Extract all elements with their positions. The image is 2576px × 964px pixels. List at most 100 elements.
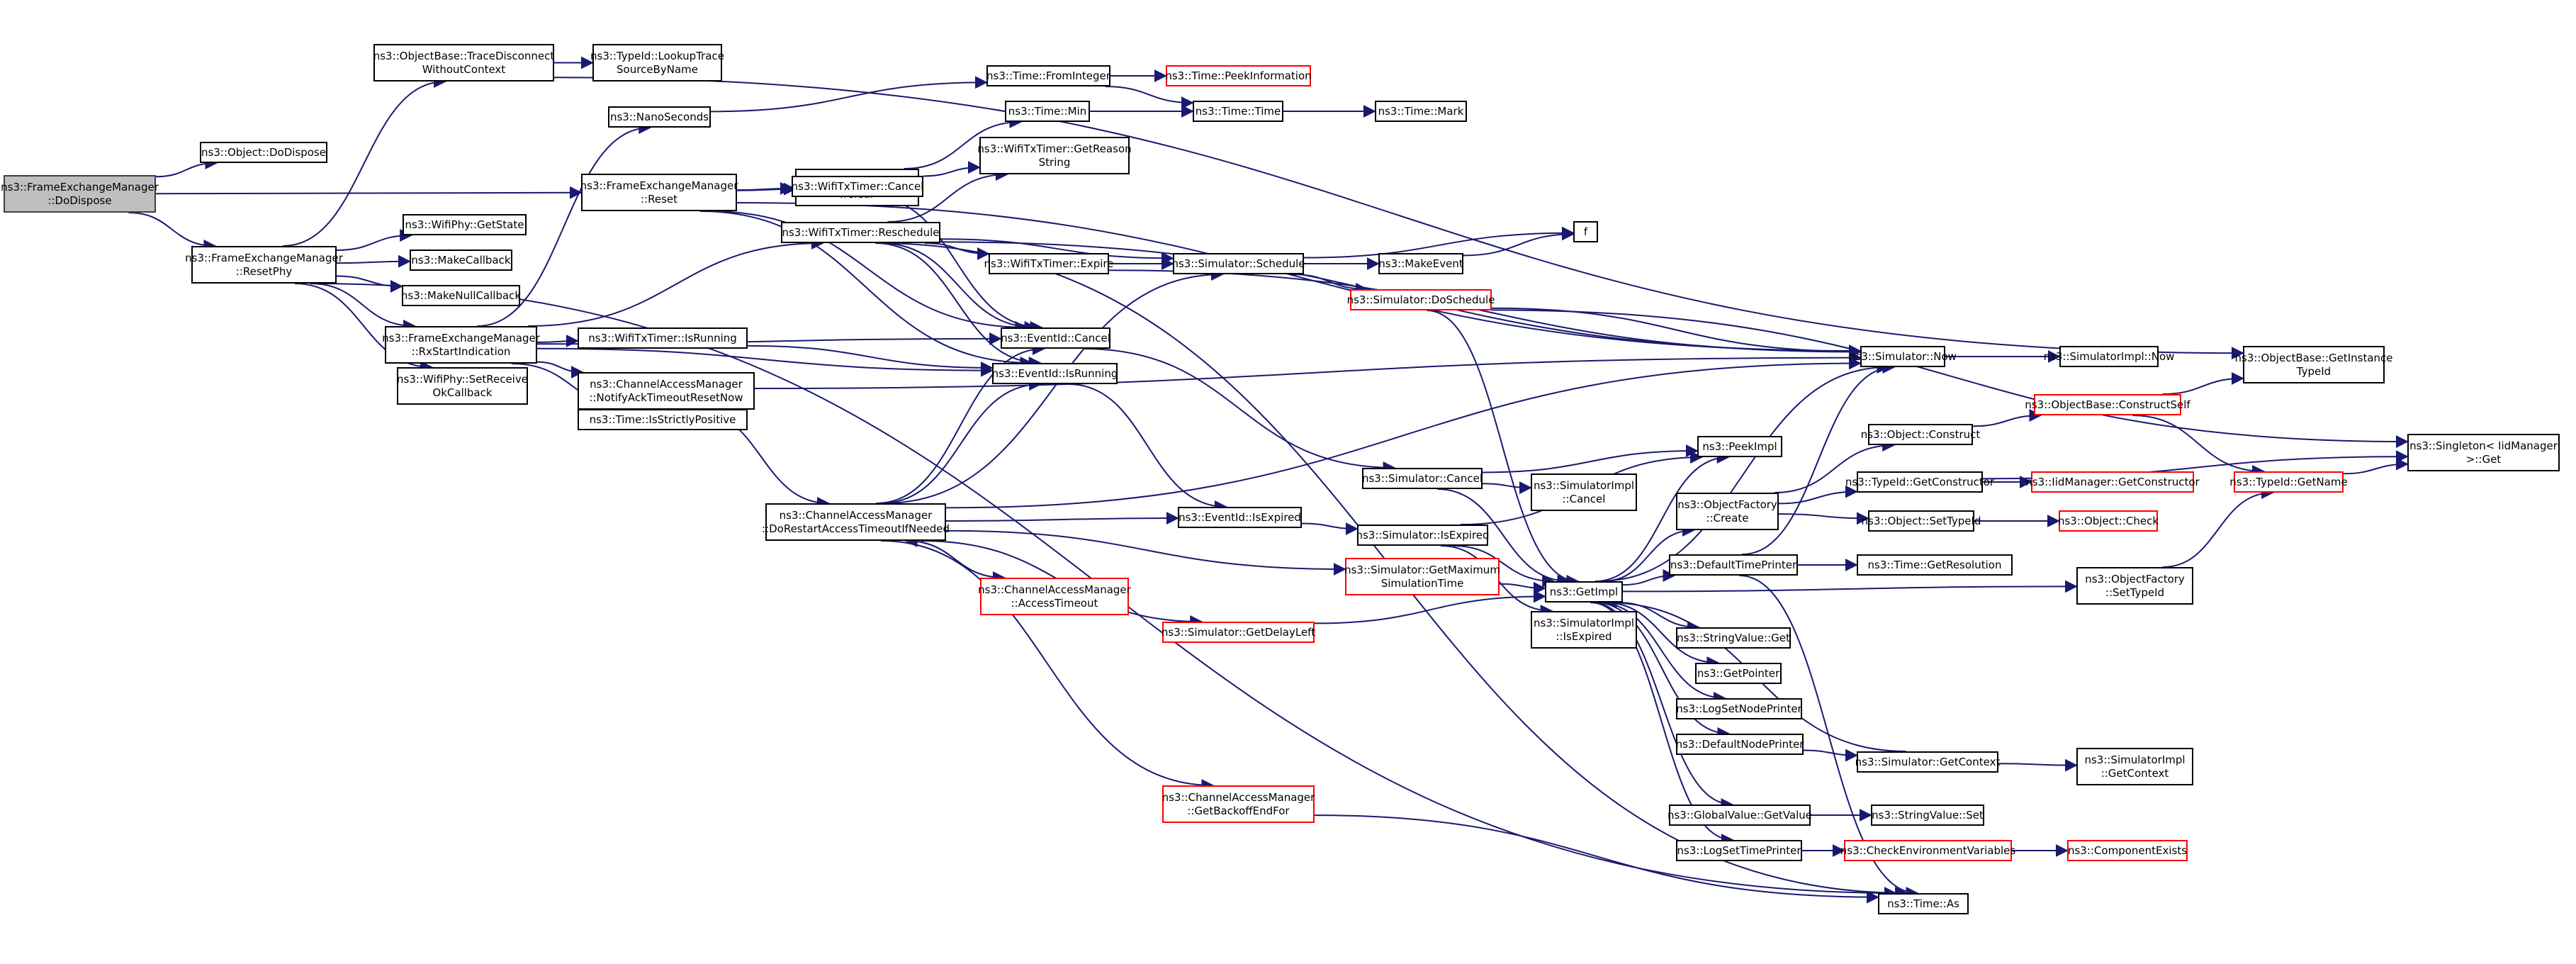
node-type-id-get-name[interactable]: ns3::TypeId::GetName	[2229, 471, 2348, 493]
edge-makeEvent-to-f	[1463, 228, 1575, 257]
node-def-node-printer[interactable]: ns3::DefaultNodePrinter	[1676, 734, 1804, 755]
edge-nanoSeconds-to-fromInteger	[710, 76, 988, 113]
node-get-reason[interactable]: ns3::WifiTxTimer::GetReason String	[977, 137, 1132, 174]
node-reset[interactable]: ns3::FrameExchangeManager ::Reset	[580, 174, 738, 211]
node-log-set-time[interactable]: ns3::LogSetTimePrinter	[1676, 840, 1802, 861]
edge-defNodePrinter-to-getContext	[1803, 749, 1858, 762]
edge-txTimerResched-to-getReason	[887, 168, 1008, 223]
node-time-as[interactable]: ns3::Time::As	[1878, 893, 1969, 914]
edge-defTimePrinter-to-simNow	[1742, 361, 1896, 555]
node-get-backoff[interactable]: ns3::ChannelAccessManager ::GetBackoffEn…	[1162, 785, 1315, 823]
node-get-context[interactable]: ns3::Simulator::GetContext	[1855, 751, 2000, 773]
node-do-restart[interactable]: ns3::ChannelAccessManager ::DoRestartAcc…	[762, 503, 950, 541]
node-obj-set-type-id[interactable]: ns3::Object::SetTypeId	[1862, 510, 1981, 532]
node-get-state[interactable]: ns3::WifiPhy::GetState	[403, 214, 527, 235]
node-string-get[interactable]: ns3::StringValue::Get	[1676, 627, 1791, 649]
node-is-strictly-pos[interactable]: ns3::Time::IsStrictlyPositive	[578, 409, 748, 430]
edge-resetPhy-to-getState	[336, 229, 413, 252]
node-get-max-sim[interactable]: ns3::Simulator::GetMaximum SimulationTim…	[1344, 558, 1500, 595]
node-check-env[interactable]: ns3::CheckEnvironmentVariables	[1840, 840, 2015, 861]
node-sim-is-expired[interactable]: ns3::Simulator::IsExpired	[1356, 525, 1490, 546]
node-ev-cancel[interactable]: ns3::EventId::Cancel	[1001, 327, 1110, 349]
node-component-exists[interactable]: ns3::ComponentExists	[2067, 840, 2188, 861]
edge-txTimerResched-to-evCancel	[880, 242, 1037, 334]
node-construct-self[interactable]: ns3::ObjectBase::ConstructSelf	[2025, 394, 2190, 415]
node-obj-do-dispose[interactable]: ns3::Object::DoDispose	[200, 142, 327, 163]
edge-root-to-objDoDispose	[155, 157, 218, 178]
node-log-set-node[interactable]: ns3::LogSetNodePrinter	[1676, 698, 1802, 719]
node-time-time[interactable]: ns3::Time::Time	[1193, 101, 1283, 122]
node-obj-factory-create[interactable]: ns3::ObjectFactory ::Create	[1676, 493, 1779, 530]
node-obj-check[interactable]: ns3::Object::Check	[2058, 510, 2159, 532]
node-sim-schedule[interactable]: ns3::Simulator::Schedule	[1171, 253, 1305, 274]
node-trace-disc[interactable]: ns3::ObjectBase::TraceDisconnect Without…	[373, 44, 554, 82]
node-get-delay-left[interactable]: ns3::Simulator::GetDelayLeft	[1162, 622, 1315, 643]
node-get-instance-type-id[interactable]: ns3::ObjectBase::GetInstance TypeId	[2235, 346, 2393, 383]
node-nano-seconds[interactable]: ns3::NanoSeconds	[608, 106, 711, 128]
node-sim-impl-get-context[interactable]: ns3::SimulatorImpl ::GetContext	[2076, 748, 2193, 785]
node-sim-now[interactable]: ns3::Simulator::Now	[1849, 346, 1957, 367]
node-rx-start[interactable]: ns3::FrameExchangeManager ::RxStartIndic…	[382, 326, 540, 364]
edge-traceDisc-to-getInstanceTypeId	[553, 77, 2244, 360]
edge-getImpl-to-defNodePrinter	[1594, 602, 1731, 740]
node-reset-phy[interactable]: ns3::FrameExchangeManager ::ResetPhy	[185, 246, 343, 284]
node-make-callback[interactable]: ns3::MakeCallback	[410, 250, 512, 271]
node-peek-info[interactable]: ns3::Time::PeekInformation	[1165, 65, 1312, 86]
edge-simSchedule-to-f	[1303, 226, 1575, 259]
node-sim-impl-now[interactable]: ns3::SimulatorImpl::Now	[2044, 346, 2174, 367]
node-obj-construct[interactable]: ns3::Object::Construct	[1861, 424, 1980, 445]
node-def-time-printer[interactable]: ns3::DefaultTimePrinter	[1669, 554, 1798, 576]
edge-notifyAck-to-simNow	[754, 351, 1862, 390]
edge-doRestart-to-simNow	[945, 357, 1862, 509]
node-ev-is-running[interactable]: ns3::EventId::IsRunning	[992, 363, 1118, 384]
node-from-integer[interactable]: ns3::Time::FromInteger	[986, 65, 1110, 86]
edge-getImpl-to-objFactoryCreate	[1602, 524, 1696, 582]
node-tx-timer-resched[interactable]: ns3::WifiTxTimer::Reschedule	[781, 222, 940, 243]
node-set-recv-ok[interactable]: ns3::WifiPhy::SetReceive OkCallback	[397, 367, 528, 405]
edge-getImpl-to-factorySetTypeId	[1622, 580, 2078, 593]
edge-txTimerCancel-to-getReason	[923, 161, 981, 177]
edge-txTimerExpire-to-simNow	[1108, 269, 1862, 359]
node-time-mark[interactable]: ns3::Time::Mark	[1375, 101, 1467, 122]
node-ev-is-expired[interactable]: ns3::EventId::IsExpired	[1178, 507, 1302, 528]
edge-typeIdGetName-to-singletonGet	[2343, 457, 2409, 475]
node-make-event[interactable]: ns3::MakeEvent	[1378, 253, 1463, 274]
node-sim-impl-cancel[interactable]: ns3::SimulatorImpl ::Cancel	[1531, 473, 1637, 511]
node-string-set[interactable]: ns3::StringValue::Set	[1871, 805, 1984, 826]
node-tx-timer-expire[interactable]: ns3::WifiTxTimer::Expire	[984, 253, 1113, 274]
node-access-timeout[interactable]: ns3::ChannelAccessManager ::AccessTimeou…	[978, 578, 1131, 615]
node-get-pointer[interactable]: ns3::GetPointer	[1695, 663, 1782, 684]
node-factory-set-type-id[interactable]: ns3::ObjectFactory ::SetTypeId	[2076, 567, 2193, 605]
edge-objFactoryCreate-to-getConstructor	[1778, 485, 1858, 505]
node-do-schedule[interactable]: ns3::Simulator::DoSchedule	[1347, 289, 1495, 310]
node-lookup-trace[interactable]: ns3::TypeId::LookupTrace SourceByName	[590, 44, 724, 82]
node-notify-ack[interactable]: ns3::ChannelAccessManager ::NotifyAckTim…	[578, 372, 755, 410]
node-sim-cancel[interactable]: ns3::Simulator::Cancel	[1362, 468, 1483, 489]
edge-resetPhy-to-rxStart	[310, 283, 417, 332]
edge-fromInteger-to-timeTime	[1105, 86, 1194, 110]
edge-doRestart-to-getBackoff	[881, 540, 1215, 792]
edge-root-to-reset	[155, 186, 583, 199]
edge-getImpl-to-getPointer	[1604, 602, 1720, 669]
node-tx-timer-cancel[interactable]: ns3::WifiTxTimer::Cancel	[792, 176, 923, 197]
node-iid-get-constructor[interactable]: ns3::IidManager::GetConstructor	[2025, 471, 2200, 493]
node-singleton-get[interactable]: ns3::Singleton< IidManager >::Get	[2407, 434, 2560, 471]
edge-objConstruct-to-constructSelf	[1972, 409, 2042, 427]
node-get-constructor[interactable]: ns3::TypeId::GetConstructor	[1845, 471, 1994, 493]
node-global-get-value[interactable]: ns3::GlobalValue::GetValue	[1667, 805, 1812, 826]
node-time-get-res[interactable]: ns3::Time::GetResolution	[1857, 554, 2013, 576]
node-f[interactable]: f	[1573, 221, 1598, 242]
node-get-impl[interactable]: ns3::GetImpl	[1545, 581, 1623, 602]
edge-evIsRunning-to-evIsExpired	[1068, 383, 1228, 513]
node-root[interactable]: ns3::FrameExchangeManager ::DoDispose	[1, 175, 159, 213]
edge-constructSelf-to-getInstanceTypeId	[2162, 371, 2244, 395]
node-peek-impl[interactable]: ns3::PeekImpl	[1697, 436, 1782, 457]
node-time-min[interactable]: ns3::Time::Min	[1005, 101, 1090, 122]
edge-doSchedule-to-getImpl	[1427, 310, 1580, 588]
edge-doRestart-to-getMaxSim	[945, 529, 1346, 576]
node-sim-impl-is-expired[interactable]: ns3::SimulatorImpl ::IsExpired	[1531, 611, 1637, 649]
edge-doRestart-to-evIsExpired	[945, 512, 1179, 525]
node-make-null-callback[interactable]: ns3::MakeNullCallback	[401, 285, 521, 306]
node-tx-timer-is-running[interactable]: ns3::WifiTxTimer::IsRunning	[578, 327, 748, 349]
edge-rxStart-to-notifyAck	[536, 361, 584, 379]
